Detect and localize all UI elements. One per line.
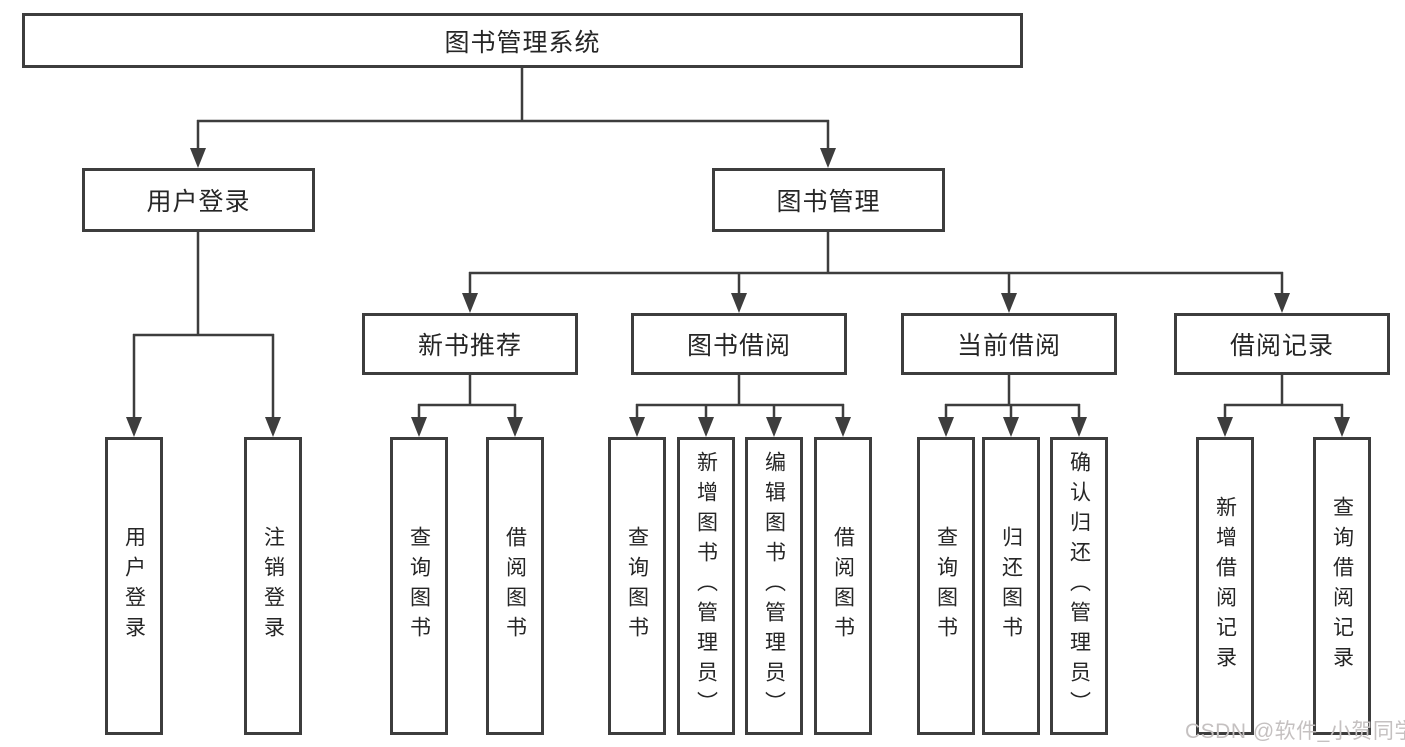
node-label: 借阅图书 — [503, 526, 527, 646]
leaf-query-books-recommend: 查询图书 — [390, 437, 448, 735]
node-label: 用户登录 — [146, 188, 251, 216]
node-label: 查询图书 — [934, 526, 958, 646]
leaf-confirm-return-admin: 确认归还（管理员） — [1050, 437, 1108, 735]
node-library-management-system: 图书管理系统 — [22, 13, 1023, 68]
leaf-logout: 注销登录 — [244, 437, 302, 735]
node-label: 确认归还（管理员） — [1067, 451, 1091, 721]
node-label: 借阅记录 — [1229, 332, 1334, 360]
node-book-borrow: 图书借阅 — [631, 313, 847, 375]
node-label: 新书推荐 — [417, 332, 522, 360]
leaf-add-borrow-record: 新增借阅记录 — [1196, 437, 1254, 735]
connector-root-to-level2 — [190, 66, 836, 168]
connector-user-login-to-leaves — [126, 231, 281, 437]
node-label: 当前借阅 — [956, 332, 1061, 360]
node-label: 借阅图书 — [831, 526, 855, 646]
leaf-add-books-admin: 新增图书（管理员） — [677, 437, 735, 735]
node-label: 编辑图书（管理员） — [762, 451, 786, 721]
node-label: 查询借阅记录 — [1330, 496, 1354, 676]
connector-book-management-to-level3 — [462, 231, 1290, 313]
leaf-edit-books-admin: 编辑图书（管理员） — [745, 437, 803, 735]
node-label: 用户登录 — [122, 526, 146, 646]
node-label: 新增借阅记录 — [1213, 496, 1237, 676]
node-borrow-record: 借阅记录 — [1174, 313, 1390, 375]
node-label: 归还图书 — [999, 526, 1023, 646]
node-label: 查询图书 — [625, 526, 649, 646]
node-user-login: 用户登录 — [82, 168, 315, 232]
leaf-query-borrow-record: 查询借阅记录 — [1313, 437, 1371, 735]
node-label: 图书管理系统 — [444, 28, 601, 57]
node-new-book-recommend: 新书推荐 — [362, 313, 578, 375]
connector-new-book-recommend-to-leaves — [411, 374, 523, 437]
node-label: 图书管理 — [776, 188, 881, 216]
node-label: 图书借阅 — [686, 332, 791, 360]
node-label: 新增图书（管理员） — [694, 451, 718, 721]
connector-borrow-record-to-leaves — [1217, 374, 1350, 437]
leaf-borrow-books-recommend: 借阅图书 — [486, 437, 544, 735]
connector-book-borrow-to-leaves — [629, 374, 851, 437]
leaf-query-books-current: 查询图书 — [917, 437, 975, 735]
leaf-return-books: 归还图书 — [982, 437, 1040, 735]
node-label: 查询图书 — [407, 526, 431, 646]
connector-current-borrow-to-leaves — [938, 374, 1087, 437]
leaf-user-login: 用户登录 — [105, 437, 163, 735]
leaf-borrow-books: 借阅图书 — [814, 437, 872, 735]
node-label: 注销登录 — [261, 526, 285, 646]
leaf-query-books-borrow: 查询图书 — [608, 437, 666, 735]
node-book-management: 图书管理 — [712, 168, 945, 232]
csdn-watermark: CSDN @软件_小贺同学 — [1185, 720, 1405, 743]
node-current-borrow: 当前借阅 — [901, 313, 1117, 375]
